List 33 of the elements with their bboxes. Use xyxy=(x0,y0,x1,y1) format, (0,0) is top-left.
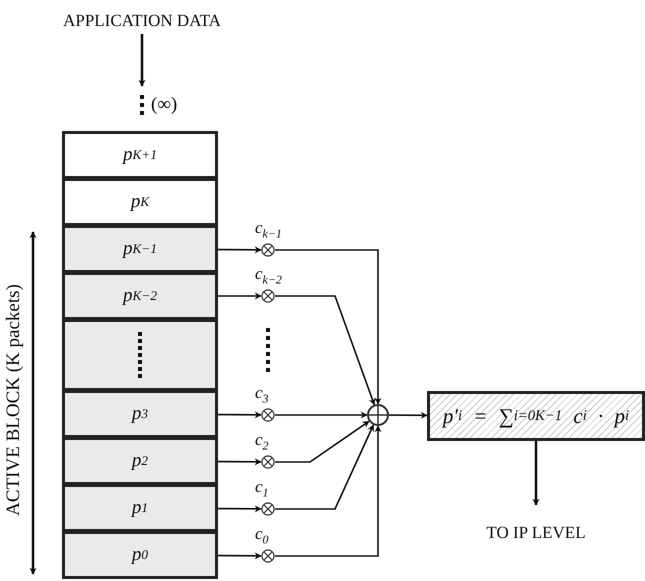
coefficient-label: c$_{2}$ xyxy=(255,430,268,454)
multiplier-symbol xyxy=(261,243,275,257)
arrow xyxy=(275,249,382,405)
packet-box xyxy=(62,319,218,391)
multiplier-symbol xyxy=(261,289,275,303)
coefficient-label: c$_{1}$ xyxy=(255,477,268,500)
multiplier-symbol xyxy=(261,549,275,563)
arrow xyxy=(138,34,146,87)
adder-symbol xyxy=(367,404,389,426)
arrow xyxy=(218,552,262,560)
arrow xyxy=(275,295,376,406)
multiplier-symbol xyxy=(261,502,275,516)
arrow xyxy=(218,458,262,466)
arrow xyxy=(275,412,368,418)
arrow xyxy=(389,412,428,419)
arrow xyxy=(532,441,540,506)
multiplier-symbol xyxy=(261,408,275,422)
output-label: TO IP LEVEL xyxy=(480,505,592,561)
coefficient-label: c$_{k−2}$ xyxy=(255,264,282,288)
arrow xyxy=(218,411,262,418)
arrow xyxy=(218,505,262,512)
arrow xyxy=(275,425,382,557)
input-label: APPLICATION DATA xyxy=(32,8,252,34)
arrow xyxy=(218,246,262,254)
arrow xyxy=(218,292,262,300)
block-label: ACTIVE BLOCK (K packets) xyxy=(4,284,23,516)
coefficient-label: c$_{0}$ xyxy=(255,524,268,548)
multiplier-symbol xyxy=(261,455,275,469)
infinity-note: (∞) xyxy=(151,94,178,116)
coefficient-label: c$_{3}$ xyxy=(255,383,268,406)
arrow xyxy=(275,420,370,463)
coefficient-label: c$_{k−1}$ xyxy=(255,218,282,242)
arrow xyxy=(275,424,374,510)
